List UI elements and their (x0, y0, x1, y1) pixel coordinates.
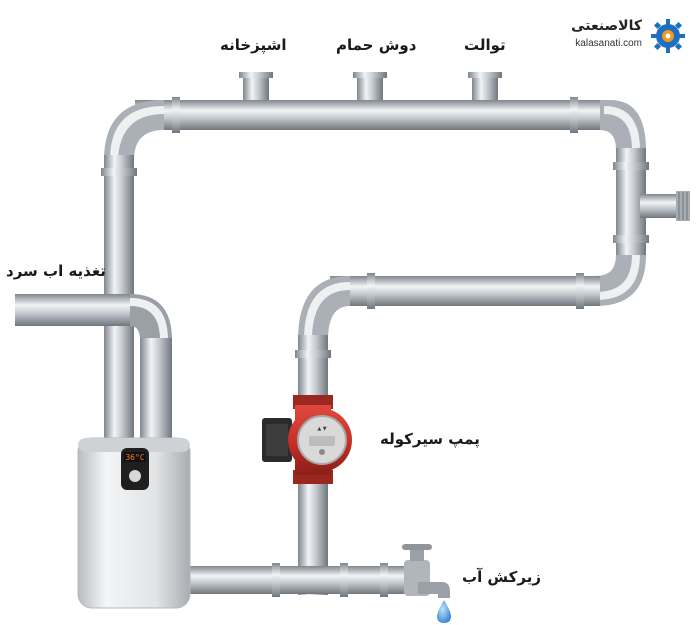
right-return-pipe (596, 148, 690, 306)
heater-knob (129, 470, 141, 482)
faucet (402, 544, 451, 623)
circulation-pump-label: پمپ سیرکوله (380, 430, 480, 448)
logo-url: kalasanati.com (575, 38, 642, 49)
circulation-pump: ▲ ▼ (262, 395, 352, 484)
logo-name: کالاصنعتی (571, 18, 642, 34)
side-outlet-pipe (640, 194, 680, 218)
faucet-handle (402, 544, 432, 550)
bottom-pipe (180, 563, 420, 597)
kitchen-label: اشپزخانه (220, 36, 287, 54)
faucet-label: زیرکش آب (462, 568, 541, 586)
gear-icon (650, 18, 686, 54)
toilet-label: توالت (464, 36, 506, 54)
heater-display: 36°C (125, 453, 144, 462)
cold-water-inlet-pipe (15, 294, 172, 448)
water-heater: 36°C (78, 438, 190, 608)
shower-label: دوش حمام (336, 36, 416, 54)
top-supply-pipe (104, 97, 646, 160)
water-drop (437, 600, 451, 623)
brand-logo: کالاصنعتی kalasanati.com (568, 16, 686, 56)
cold-water-feed-label: تغذیه اب سرد (6, 262, 106, 280)
svg-text:▲ ▼: ▲ ▼ (317, 426, 326, 432)
middle-return-pipe (298, 273, 600, 340)
